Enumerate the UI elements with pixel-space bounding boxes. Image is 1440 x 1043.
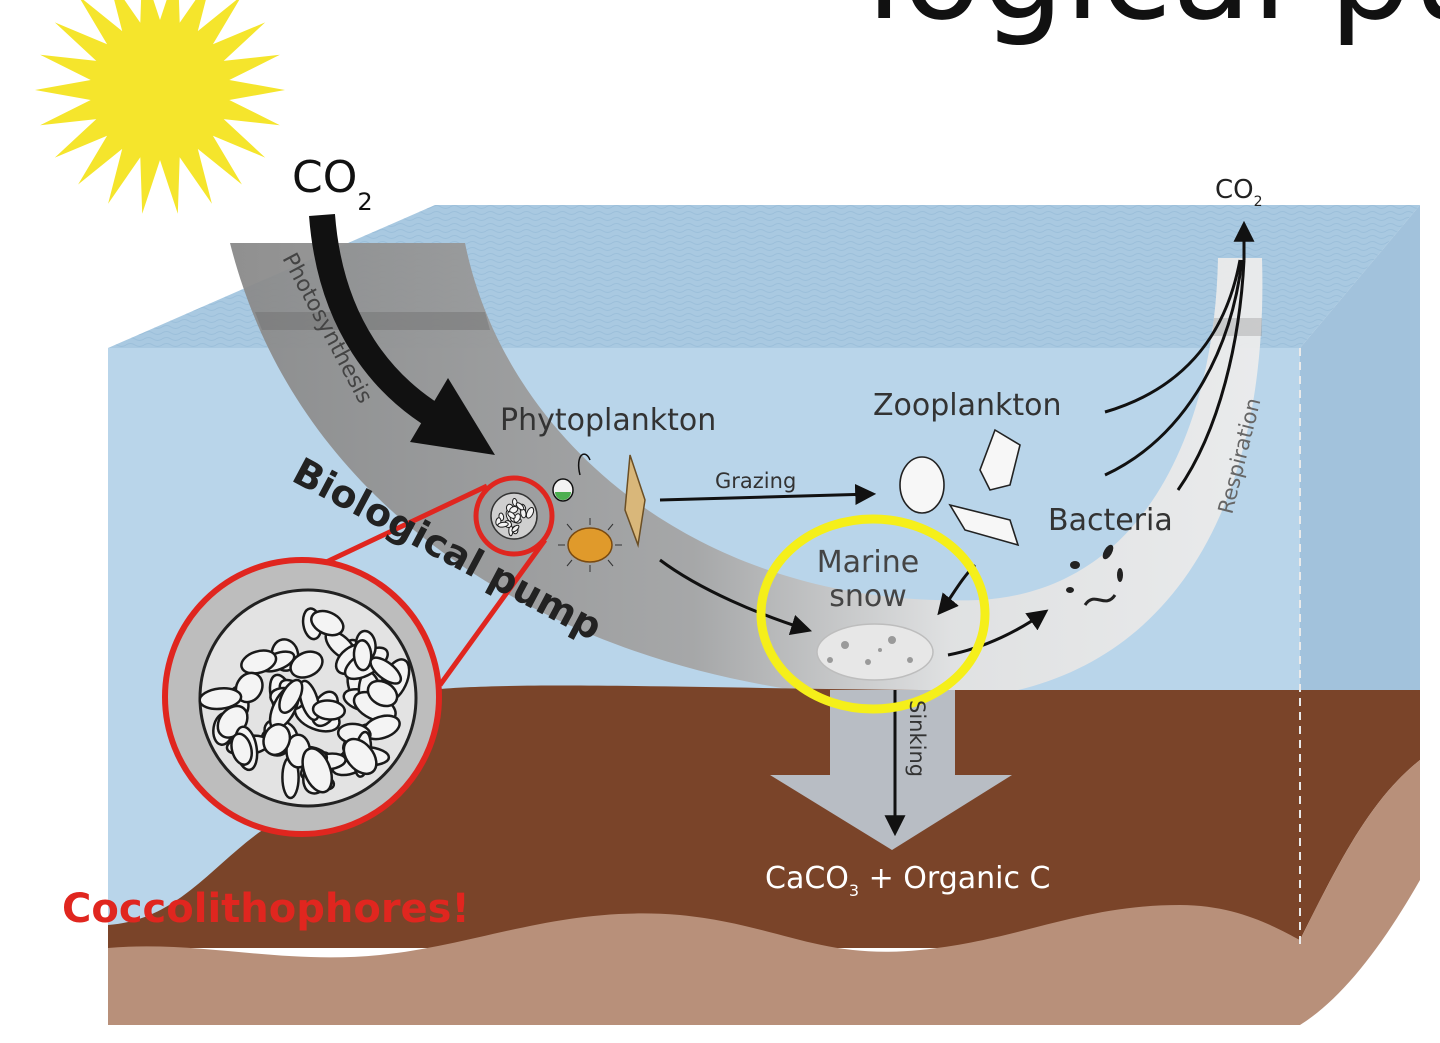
sediment-label: CaCO3 + Organic C [765,861,1050,900]
callout-line-upper [318,483,489,568]
heading-fragment: logical pu [866,0,1440,49]
marine-snow-aggregate [816,623,934,681]
ocean-side-face [1300,205,1420,850]
zooplankton-icons [899,428,1021,547]
coccolithophore-zoom-view [165,560,439,834]
sediment-base-layer [108,760,1420,1025]
callout-line-lower [437,538,548,687]
phytoplankton-icons [552,453,646,572]
sinking-arrow-shape [770,690,1012,850]
marine-snow-label-line2: snow [829,579,907,614]
co2-input-arrow [309,213,461,440]
grazing-label: Grazing [715,469,796,493]
biological-pump-band [230,243,1263,700]
marine-snow-highlight-ring [756,514,990,714]
coccolithophore-small-ring [473,475,555,557]
bacteria-icons [1066,544,1123,606]
coccolithophore-small-cell [490,492,538,540]
phyto-to-snow-arrow [659,558,813,636]
grazing-arrow [659,483,877,505]
co2-output-label: CO2 [1215,175,1263,210]
sediment-layer [108,685,1420,948]
sun-icon [35,0,285,214]
phytoplankton-label: Phytoplankton [500,403,716,438]
respiration-arrows [1104,220,1255,491]
snow-to-bacteria-arrow [947,609,1049,657]
pump-band-surface-shade [255,312,490,330]
bacteria-label: Bacteria [1048,503,1173,538]
coccolithophore-zoom-ring [162,557,442,837]
co2-input-arrowhead [410,378,495,455]
marine-snow-label-line1: Marine [817,545,919,580]
zooplankton-label: Zooplankton [873,388,1062,423]
co2-input-label: CO2 [292,152,373,216]
sinking-label: Sinking [905,700,929,777]
coccolithophores-callout: Coccolithophores! [62,886,470,932]
